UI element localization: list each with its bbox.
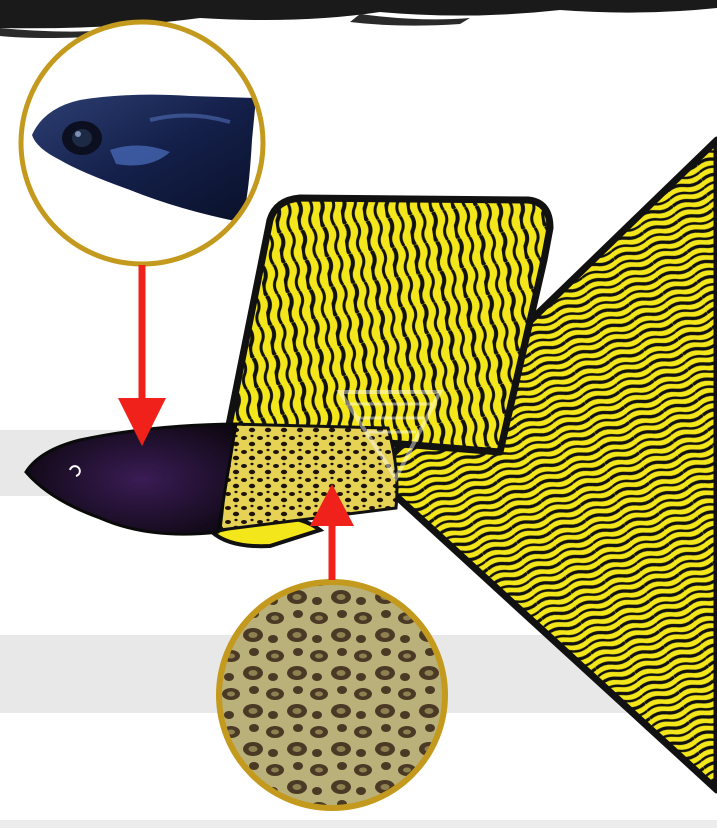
dorsal-fin bbox=[228, 198, 550, 452]
head-callout bbox=[21, 22, 263, 264]
body-pattern-callout bbox=[219, 582, 445, 808]
head-arrow bbox=[118, 265, 166, 446]
